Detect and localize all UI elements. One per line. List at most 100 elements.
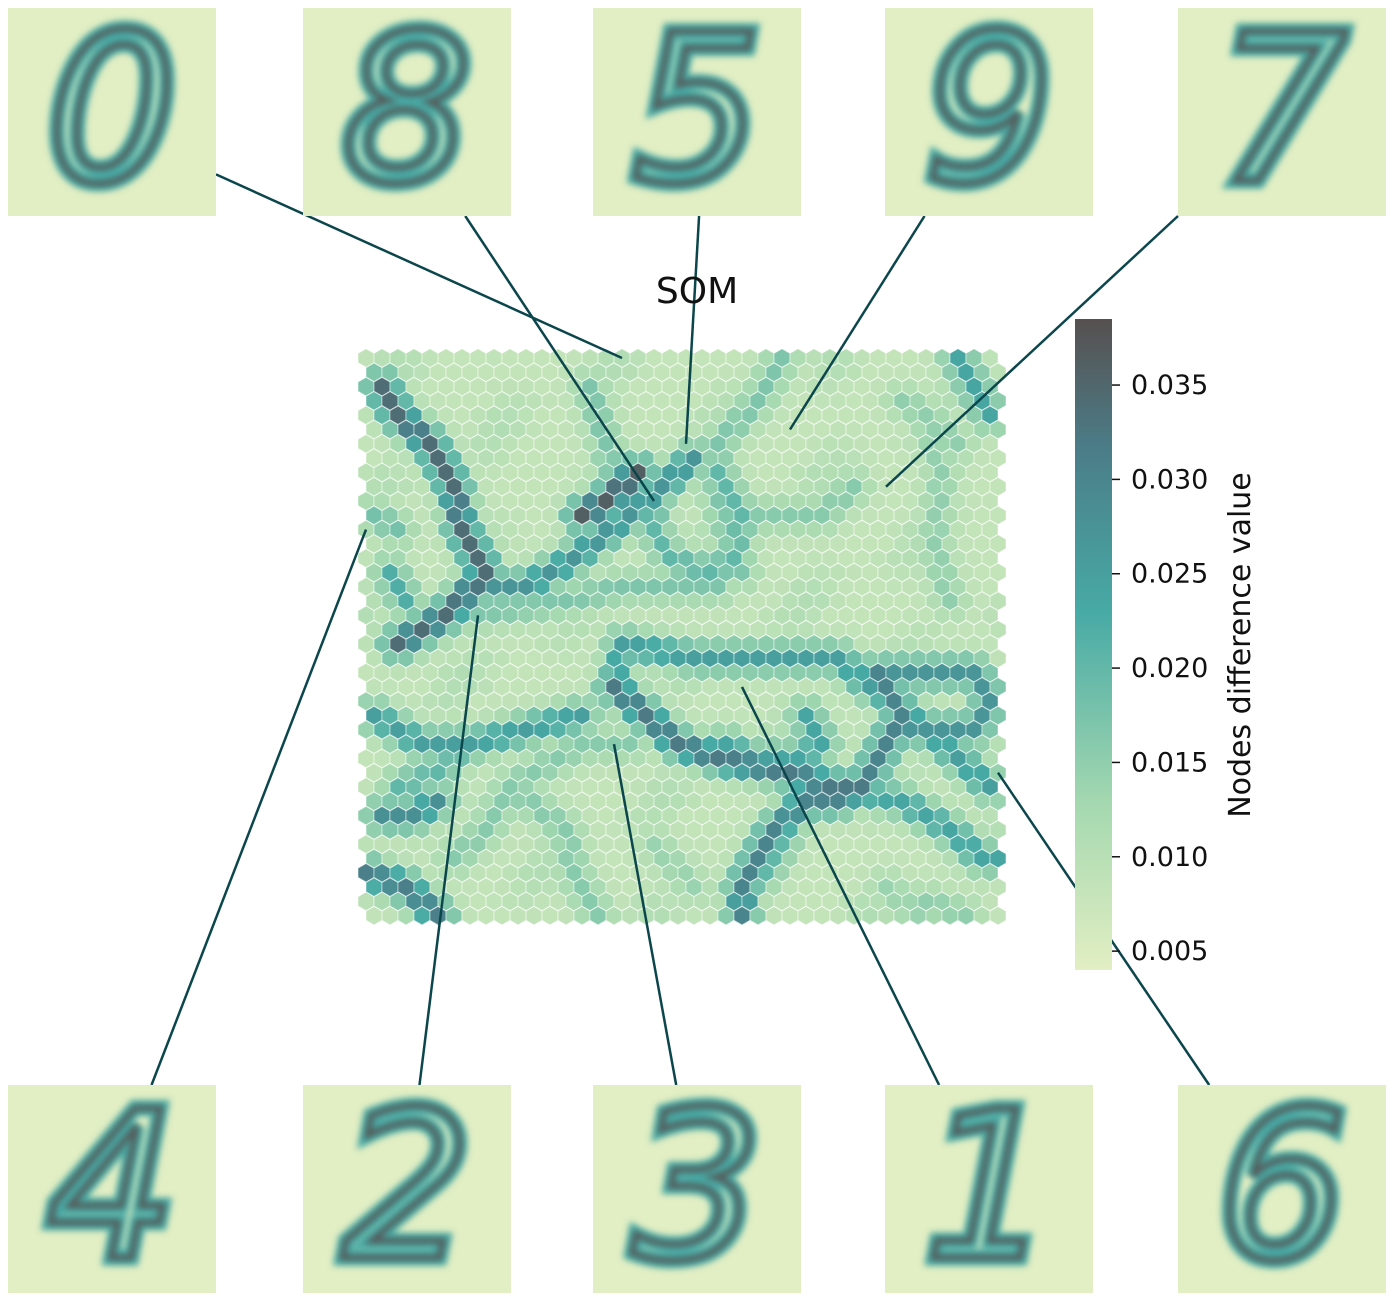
hex-node	[445, 905, 463, 926]
hex-node	[893, 905, 911, 926]
digit-thumbnail-1: 11	[885, 1061, 1093, 1301]
hex-node	[941, 905, 959, 926]
connector-line-8	[464, 215, 656, 502]
colorbar-tick-label: 0.010	[1131, 842, 1208, 873]
hex-node	[701, 905, 719, 926]
hex-node	[541, 905, 559, 926]
hex-node	[381, 905, 399, 926]
digit-thumbnail-7: 77	[1178, 0, 1386, 238]
hex-node	[749, 905, 767, 926]
connector-line-9	[788, 215, 926, 431]
connector-line-5	[684, 215, 701, 444]
hex-node	[461, 905, 479, 926]
digit-glow: 7	[1217, 0, 1347, 230]
thumbnail-background	[303, 1085, 511, 1293]
hex-node	[813, 905, 831, 926]
digit-thumbnail-4: 44	[8, 1061, 216, 1301]
digit-glow: 8	[342, 0, 472, 230]
digit-glyph: 2	[342, 1069, 472, 1301]
hex-node	[525, 905, 543, 926]
hex-node	[925, 905, 943, 926]
digit-glow: 2	[342, 1069, 472, 1301]
hex-node	[621, 905, 639, 926]
colorbar-gradient	[1075, 319, 1112, 970]
hex-node	[781, 905, 799, 926]
hex-node	[685, 905, 703, 926]
colorbar-tick-label: 0.015	[1131, 747, 1208, 778]
hex-node	[957, 905, 975, 926]
connector-line-0	[215, 173, 623, 360]
digit-thumbnail-5: 55	[593, 0, 801, 238]
hex-node	[973, 905, 991, 926]
hex-node	[989, 905, 1007, 926]
hex-grid	[357, 348, 1007, 926]
digit-glyph: 5	[632, 0, 762, 230]
hex-node	[653, 905, 671, 926]
hex-node	[861, 905, 879, 926]
chart-title: SOM	[656, 271, 738, 312]
digit-glyph: 1	[924, 1069, 1054, 1301]
digit-glyph: 7	[1217, 0, 1347, 230]
colorbar-tick-label: 0.035	[1131, 370, 1208, 401]
hex-node	[829, 905, 847, 926]
connector-line-7	[885, 215, 1179, 488]
colorbar-tick-label: 0.005	[1131, 936, 1208, 967]
hex-node	[765, 905, 783, 926]
hex-node	[669, 905, 687, 926]
thumbnail-background	[885, 8, 1093, 216]
digit-glow: 0	[47, 0, 177, 230]
colorbar-tick-label: 0.030	[1131, 464, 1208, 495]
digit-glyph: 4	[47, 1069, 177, 1301]
digit-thumbnail-6: 66	[1178, 1061, 1386, 1301]
thumbnail-background	[1178, 8, 1386, 216]
connector-line-2	[418, 615, 480, 1086]
hex-node	[477, 905, 495, 926]
digit-thumbnail-9: 99	[885, 0, 1093, 238]
digit-thumbnail-0: 00	[8, 0, 216, 238]
hex-node	[605, 905, 623, 926]
connector-line-3	[612, 743, 678, 1086]
hex-node	[733, 905, 751, 926]
thumbnail-background	[885, 1085, 1093, 1293]
thumbnail-background	[593, 8, 801, 216]
hex-node	[573, 905, 591, 926]
connector-line-4	[150, 529, 368, 1086]
colorbar: 0.005 0.010 0.015 0.020 0.025 0.030 0.035 Node…	[1075, 319, 1258, 970]
digit-glyph: 8	[342, 0, 472, 230]
hex-node	[365, 905, 383, 926]
colorbar-ticks: 0.005 0.010 0.015 0.020 0.025 0.030 0.035	[1112, 370, 1208, 967]
digit-glyph: 3	[632, 1069, 762, 1301]
colorbar-label: Nodes difference value	[1223, 472, 1258, 818]
digit-thumbnail-2: 22	[303, 1061, 511, 1301]
thumbnail-background	[593, 1085, 801, 1293]
digit-glyph: 0	[47, 0, 177, 230]
connector-line-1	[740, 686, 941, 1086]
hex-node	[557, 905, 575, 926]
digit-glow: 9	[924, 0, 1054, 230]
digit-thumbnail-8: 88	[303, 0, 511, 238]
thumbnail-background	[8, 1085, 216, 1293]
hex-node	[589, 905, 607, 926]
hex-node	[509, 905, 527, 926]
thumbnail-background	[303, 8, 511, 216]
digit-glyph: 9	[924, 0, 1054, 230]
digit-glow: 1	[924, 1069, 1054, 1301]
digit-glow: 3	[632, 1069, 762, 1301]
hex-node	[397, 905, 415, 926]
colorbar-tick-label: 0.025	[1131, 559, 1208, 590]
thumbnail-background	[8, 8, 216, 216]
digit-glow: 5	[632, 0, 762, 230]
hex-node	[877, 905, 895, 926]
hex-node	[413, 905, 431, 926]
digit-glyph: 6	[1217, 1069, 1347, 1301]
digit-glow: 4	[47, 1069, 177, 1301]
hex-node	[797, 905, 815, 926]
thumbnail-background	[1178, 1085, 1386, 1293]
digit-glow: 6	[1217, 1069, 1347, 1301]
hex-node	[429, 905, 447, 926]
colorbar-tick-label: 0.020	[1131, 653, 1208, 684]
hex-node	[493, 905, 511, 926]
hex-node	[717, 905, 735, 926]
